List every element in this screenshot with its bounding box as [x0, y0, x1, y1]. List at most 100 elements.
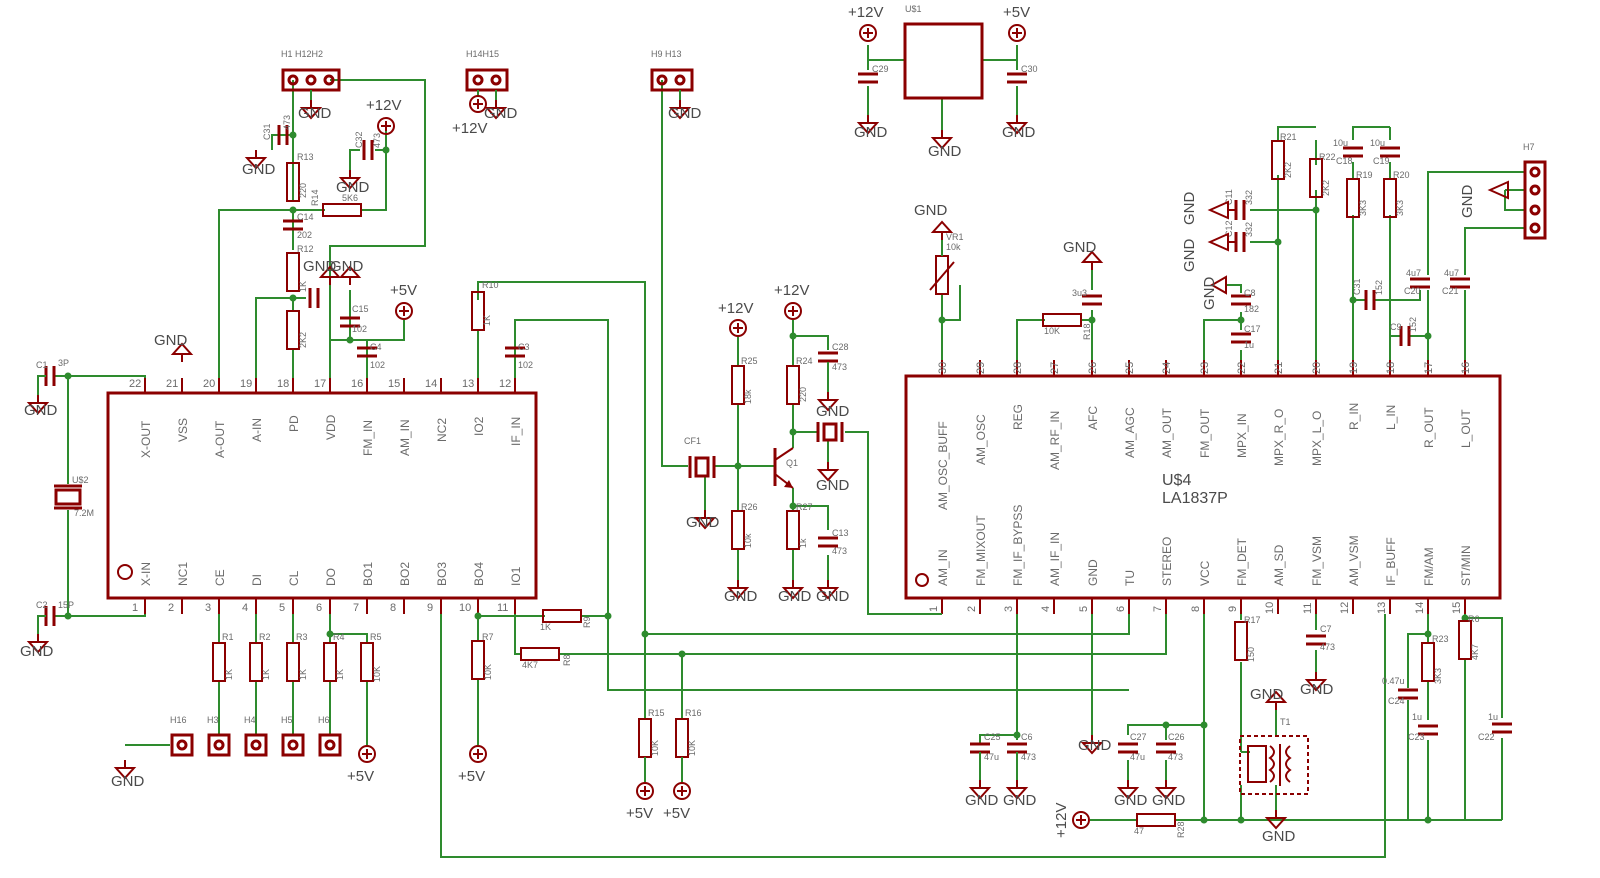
- ic1-pin-label: X-OUT: [139, 420, 153, 458]
- ic2-pin-num: 13: [1376, 602, 1388, 614]
- ic2-pin-num: 17: [1423, 362, 1435, 374]
- ic1-pin-num: 22: [129, 378, 141, 390]
- ic1-pin-num: 21: [166, 378, 178, 390]
- ic1-pin-label: X-IN: [139, 562, 153, 586]
- ic2-pin-num: 30: [937, 362, 949, 374]
- capacitor-c10: 3u3: [1072, 288, 1104, 306]
- ic1-pin-label: PD: [287, 415, 301, 432]
- svg-text:H16: H16: [170, 715, 187, 725]
- ic2-reference: U$4: [1162, 472, 1191, 489]
- svg-text:10k: 10k: [946, 242, 961, 252]
- svg-text:47u: 47u: [1130, 752, 1145, 762]
- svg-text:GND: GND: [1262, 828, 1296, 845]
- svg-text:C7: C7: [1320, 624, 1332, 634]
- svg-text:GND: GND: [330, 258, 364, 275]
- ic2-pin-label: FM_MIXOUT: [974, 515, 988, 586]
- svg-text:4u7: 4u7: [1444, 268, 1459, 278]
- svg-text:1K: 1K: [540, 622, 551, 632]
- svg-text:10K: 10K: [687, 740, 697, 756]
- svg-text:15P: 15P: [58, 600, 74, 610]
- ic2-pin-label: L_OUT: [1459, 409, 1473, 448]
- svg-text:473: 473: [1021, 752, 1036, 762]
- svg-text:3K3: 3K3: [1433, 668, 1443, 684]
- header-h7: H7: [1523, 142, 1547, 240]
- svg-text:220: 220: [798, 387, 808, 402]
- svg-text:R16: R16: [685, 708, 702, 718]
- ic2-pin-num: 18: [1385, 362, 1397, 374]
- svg-text:Q1: Q1: [786, 458, 798, 468]
- crystal-ref: U$2: [72, 475, 89, 485]
- svg-text:GND: GND: [298, 105, 332, 122]
- svg-text:+12V: +12V: [848, 4, 883, 21]
- svg-text:GND: GND: [111, 773, 145, 790]
- ic1-pin-label: BO1: [361, 562, 375, 586]
- svg-text:18k: 18k: [743, 389, 753, 404]
- ic1-pin-label: A-OUT: [213, 420, 227, 458]
- header-label: H9 H13: [651, 49, 682, 59]
- ic1-pin-label: IF_IN: [509, 417, 523, 446]
- ic1-pin-num: 18: [277, 378, 289, 390]
- ic2-pin-label: R_OUT: [1422, 407, 1436, 448]
- svg-text:C14: C14: [297, 212, 314, 222]
- ic1-pin-num: 8: [390, 602, 396, 614]
- svg-text:C2: C2: [36, 600, 48, 610]
- svg-text:C31: C31: [262, 123, 272, 140]
- svg-text:GND: GND: [154, 332, 188, 349]
- svg-text:GND: GND: [816, 403, 850, 420]
- svg-text:10K: 10K: [650, 740, 660, 756]
- ic1-pin-label: BO4: [472, 562, 486, 586]
- ic1-pin-num: 13: [462, 378, 474, 390]
- svg-text:C6: C6: [1021, 732, 1033, 742]
- svg-text:10K: 10K: [1044, 326, 1060, 336]
- ceramic-filter-cf1: CF1: [684, 436, 716, 478]
- ic2-pin-num: 21: [1273, 362, 1285, 374]
- ic1-pin-num: 6: [316, 602, 322, 614]
- svg-text:C17: C17: [1244, 324, 1261, 334]
- svg-text:+5V: +5V: [458, 768, 485, 785]
- svg-text:47: 47: [1134, 826, 1144, 836]
- ic1-pin-label: IO2: [472, 416, 486, 436]
- ic2-top-pins: 30 29 28 27 26 25 24 23 22 21 20 19 18 1…: [936, 360, 1473, 510]
- ic2-pin-label: FM_OUT: [1198, 408, 1212, 458]
- svg-text:CF1: CF1: [684, 436, 701, 446]
- ceramic-filter-2: [816, 422, 844, 442]
- ic1-pin-label: FM_IN: [361, 420, 375, 456]
- svg-text:GND: GND: [24, 402, 58, 419]
- ic2-pin-num: 8: [1190, 606, 1202, 612]
- svg-text:R17: R17: [1244, 615, 1261, 625]
- crystal-u2: U$2 7.2M: [54, 475, 94, 518]
- ic1-pin-num: 16: [351, 378, 363, 390]
- ic2-pin-num: 28: [1012, 362, 1024, 374]
- svg-text:R23: R23: [1432, 634, 1449, 644]
- ic1-pin-num: 10: [459, 602, 471, 614]
- svg-text:C22: C22: [1478, 732, 1495, 742]
- svg-text:GND: GND: [1078, 737, 1112, 754]
- svg-text:102: 102: [370, 360, 385, 370]
- pad-h4: H4: [244, 715, 268, 757]
- svg-text:R27: R27: [796, 502, 813, 512]
- pad-h3: H3: [207, 715, 231, 757]
- svg-text:VR1: VR1: [946, 232, 964, 242]
- svg-text:GND: GND: [1114, 792, 1148, 809]
- svg-text:473: 473: [832, 362, 847, 372]
- ic2-pin-num: 16: [1460, 362, 1472, 374]
- svg-text:R28: R28: [1176, 821, 1186, 838]
- svg-text:GND: GND: [1459, 185, 1476, 219]
- svg-text:GND: GND: [1152, 792, 1186, 809]
- svg-text:C25: C25: [984, 732, 1001, 742]
- svg-text:R1: R1: [222, 632, 234, 642]
- ic2-pin-label: L_IN: [1384, 405, 1398, 430]
- crystal-value: 7.2M: [74, 508, 94, 518]
- svg-text:R26: R26: [741, 502, 758, 512]
- ic1-pin-num: 15: [388, 378, 400, 390]
- svg-text:R22: R22: [1319, 152, 1336, 162]
